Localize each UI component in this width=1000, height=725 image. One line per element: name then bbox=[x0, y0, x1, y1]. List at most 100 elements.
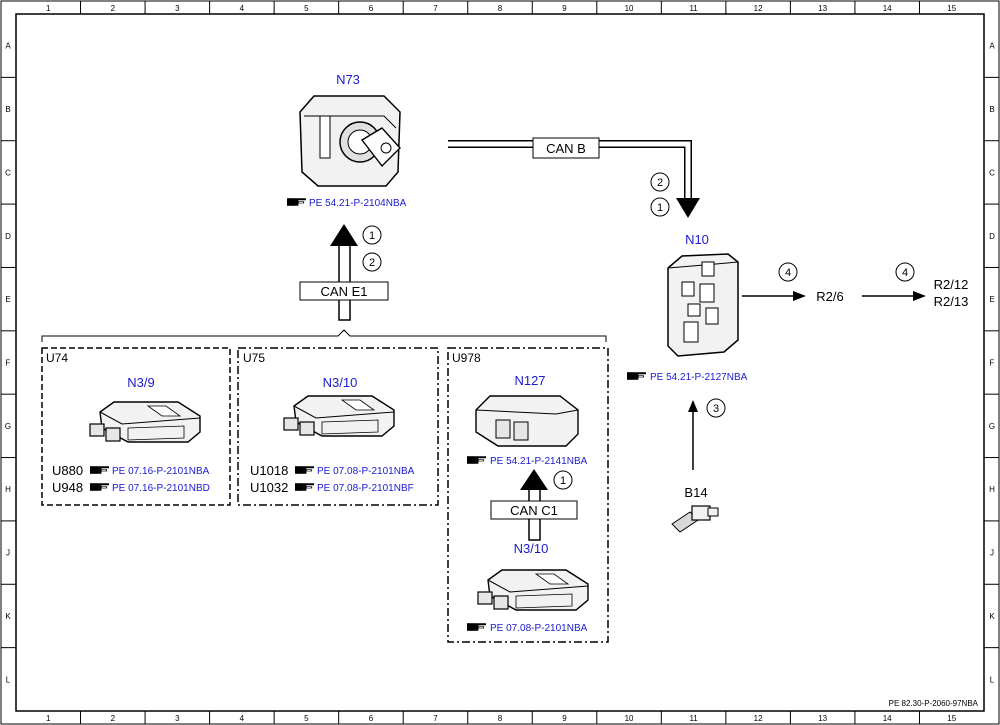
grid-row-label: E bbox=[5, 295, 10, 304]
grid-column-label: 8 bbox=[498, 4, 503, 13]
u880-reference[interactable]: PE 07.16-P-2101NBA bbox=[112, 466, 210, 477]
grid-row-label: A bbox=[989, 42, 995, 51]
code-u948: U948 bbox=[52, 480, 83, 495]
code-u1018: U1018 bbox=[250, 463, 288, 478]
grid-row-label: B bbox=[989, 105, 994, 114]
grid-column-label: 3 bbox=[175, 4, 180, 13]
grid-row-label: A bbox=[5, 42, 11, 51]
grid-column-label: 5 bbox=[304, 4, 309, 13]
group-label-u75: U75 bbox=[243, 351, 265, 365]
grid-row-label: D bbox=[989, 232, 995, 241]
n3-10-u75-label: N3/10 bbox=[323, 375, 358, 390]
grid-row-label: L bbox=[990, 675, 995, 684]
group-box-u978 bbox=[447, 347, 609, 643]
group-box-u75 bbox=[237, 347, 439, 506]
grid-row-label: G bbox=[5, 422, 11, 431]
grid-column-label: 12 bbox=[754, 714, 763, 723]
n127-label: N127 bbox=[514, 373, 545, 388]
can-b-arrowhead bbox=[676, 198, 700, 218]
grid-column-label: 7 bbox=[433, 4, 438, 13]
grid-row-label: B bbox=[5, 105, 10, 114]
pointing-hand-icon bbox=[287, 197, 306, 207]
step-circle-two bbox=[362, 252, 382, 272]
n3-9-label: N3/9 bbox=[127, 375, 154, 390]
pointing-hand-icon bbox=[627, 371, 646, 381]
can-e1-label: CAN E1 bbox=[321, 284, 368, 299]
step-circle-one bbox=[650, 197, 670, 217]
n127-reference[interactable]: PE 54.21-P-2141NBA bbox=[490, 456, 588, 467]
b14-signal-arrow bbox=[688, 400, 698, 470]
pointing-hand-icon bbox=[467, 622, 486, 632]
grid-column-label: 4 bbox=[240, 4, 245, 13]
n3-10-u978-ecu-image bbox=[477, 569, 589, 611]
grid-row-label: K bbox=[5, 612, 11, 621]
n10-reference[interactable]: PE 54.21-P-2127NBA bbox=[650, 372, 748, 383]
pointing-hand-icon bbox=[90, 482, 109, 492]
step-circle-two bbox=[650, 172, 670, 192]
can-c1-bus: CAN C1 bbox=[490, 469, 578, 541]
grid-column-label: 13 bbox=[818, 714, 827, 723]
grid-row-label: F bbox=[6, 359, 11, 368]
grid-column-label: 11 bbox=[689, 714, 698, 723]
grid-column-label: 1 bbox=[46, 714, 51, 723]
n3-10-u978-reference[interactable]: PE 07.08-P-2101NBA bbox=[490, 623, 588, 634]
can-e1-arrowhead bbox=[330, 224, 358, 246]
step-number: 2 bbox=[657, 177, 663, 189]
grid-column-label: 4 bbox=[240, 714, 245, 723]
grid-row-label: H bbox=[989, 485, 995, 494]
n73-ignition-switch-image bbox=[299, 95, 401, 187]
grid-column-label: 13 bbox=[818, 4, 827, 13]
grid-column-label: 10 bbox=[625, 4, 634, 13]
n3-10-u75-ecu-image bbox=[283, 395, 395, 437]
group-brace bbox=[41, 329, 607, 342]
grid-row-label: F bbox=[990, 359, 995, 368]
n10-module-image bbox=[667, 253, 739, 357]
grid-row-label: C bbox=[5, 168, 11, 177]
can-c1-arrowhead bbox=[520, 469, 548, 490]
step-circle-one bbox=[362, 225, 382, 245]
step-number: 1 bbox=[369, 230, 375, 242]
pointing-hand-icon bbox=[295, 482, 314, 492]
u1032-reference[interactable]: PE 07.08-P-2101NBF bbox=[317, 483, 414, 494]
group-label-u978: U978 bbox=[452, 351, 481, 365]
group-box-u74 bbox=[41, 347, 231, 506]
b14-label: B14 bbox=[684, 485, 707, 500]
grid-column-label: 3 bbox=[175, 714, 180, 723]
pointing-hand-icon bbox=[90, 465, 109, 475]
grid-row-label: D bbox=[5, 232, 11, 241]
grid-column-label: 8 bbox=[498, 714, 503, 723]
step-circle-four bbox=[895, 262, 915, 282]
output-r2-6: R2/6 bbox=[816, 289, 843, 304]
grid-column-label: 11 bbox=[689, 4, 698, 13]
step-number: 2 bbox=[369, 257, 375, 269]
n10-label: N10 bbox=[685, 232, 709, 247]
can-b-label: CAN B bbox=[546, 141, 586, 156]
grid-row-label: J bbox=[990, 549, 994, 558]
n127-module-image bbox=[475, 395, 579, 447]
grid-row-label: J bbox=[6, 549, 10, 558]
u948-reference[interactable]: PE 07.16-P-2101NBD bbox=[112, 483, 210, 494]
step-number: 4 bbox=[902, 267, 908, 279]
step-number: 1 bbox=[560, 475, 566, 487]
step-number: 3 bbox=[713, 403, 719, 415]
grid-column-label: 14 bbox=[883, 714, 892, 723]
n73-label: N73 bbox=[336, 72, 360, 87]
code-u880: U880 bbox=[52, 463, 83, 478]
u1018-reference[interactable]: PE 07.08-P-2101NBA bbox=[317, 466, 415, 477]
grid-row-label: E bbox=[989, 295, 994, 304]
n73-reference[interactable]: PE 54.21-P-2104NBA bbox=[309, 198, 407, 209]
grid-column-label: 6 bbox=[369, 4, 374, 13]
grid-column-label: 10 bbox=[625, 714, 634, 723]
grid-column-label: 14 bbox=[883, 4, 892, 13]
pointing-hand-icon bbox=[467, 455, 486, 465]
grid-column-label: 9 bbox=[562, 714, 567, 723]
step-circle-four bbox=[778, 262, 798, 282]
group-label-u74: U74 bbox=[46, 351, 68, 365]
grid-row-label: K bbox=[989, 612, 995, 621]
grid-row-label: L bbox=[6, 675, 11, 684]
step-circle-three bbox=[706, 398, 726, 418]
step-number: 4 bbox=[785, 267, 791, 279]
n3-10-u978-label: N3/10 bbox=[514, 541, 549, 556]
